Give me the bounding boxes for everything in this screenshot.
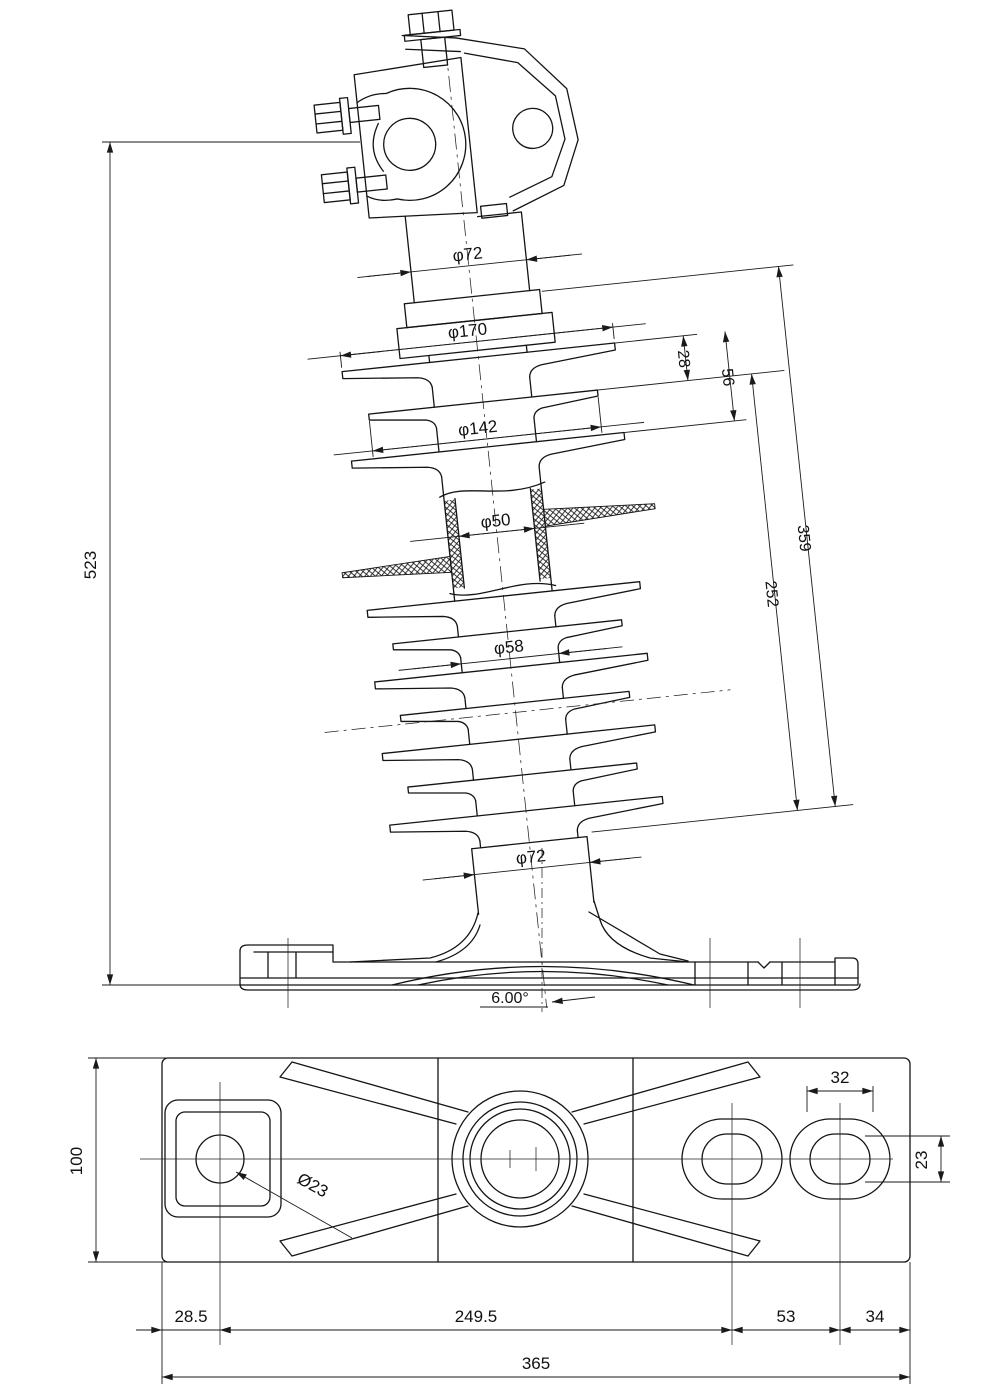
dim-edge-to-hole: 28.5 <box>174 1307 207 1326</box>
dim-plate-width: 100 <box>67 1147 86 1175</box>
insulator-assembly: φ72 φ170 φ142 28 56 φ50 <box>307 9 854 1008</box>
sheath-wing-left <box>341 555 453 579</box>
dimensions-tilted: φ72 φ170 φ142 28 56 φ50 <box>307 243 854 881</box>
dim-slot-height: 23 <box>912 1151 931 1170</box>
dim-bottom-stem-dia: φ72 <box>515 846 547 868</box>
centerlines <box>140 1082 893 1345</box>
bottom-view: 100 Ø23 32 23 28.5 249.5 <box>67 1057 950 1384</box>
weathersheds <box>324 342 731 851</box>
dim-housing-length: 359 <box>794 524 814 552</box>
dim-upper-shed-pitch: 28 <box>674 349 693 369</box>
dim-shed-pitch: 56 <box>718 368 737 388</box>
dim-hole-dia: Ø23 <box>294 1169 331 1201</box>
bottom-stem <box>471 835 595 916</box>
mounting-pad-left <box>164 1099 282 1218</box>
dim-small-shed-dia: φ142 <box>457 417 498 440</box>
dim-core-dia: φ50 <box>480 510 512 532</box>
dim-top-pin-dia: φ72 <box>452 243 484 265</box>
dim-overall-height-group: 523 <box>81 141 360 986</box>
dim-slot-height-group: 23 <box>865 1135 950 1183</box>
dim-slot-width-group: 32 <box>806 1068 874 1112</box>
dim-large-shed-dia: φ170 <box>447 319 488 342</box>
sheath-wing-right <box>543 503 656 527</box>
dim-cant-angle-group: 6.00° <box>480 848 596 1012</box>
dim-slot-span: 53 <box>777 1307 796 1326</box>
break-line-bottom <box>449 582 557 596</box>
side-view: φ72 φ170 φ142 28 56 φ50 <box>81 9 861 1012</box>
transverse-centerline <box>324 689 731 733</box>
clamp-bolt-upper <box>313 96 381 135</box>
base-flange <box>239 900 861 1008</box>
break-line-top <box>439 481 546 498</box>
dim-plate-length: 365 <box>522 1354 550 1373</box>
dim-insulation-length: 252 <box>761 580 781 608</box>
clamp-bolt-lower <box>320 166 388 205</box>
clamp-bracket <box>401 34 579 212</box>
sheath-wall-hatch-right <box>530 488 551 580</box>
dim-slot-width: 32 <box>831 1068 850 1087</box>
clamp-body <box>353 56 509 219</box>
dim-plate-width-group: 100 <box>67 1057 170 1263</box>
flare-right <box>588 900 689 963</box>
top-clamp <box>313 9 579 219</box>
dim-hole-dia-group: Ø23 <box>235 1169 353 1239</box>
dim-slot-to-edge: 34 <box>866 1307 885 1326</box>
conductor-saddle <box>356 87 467 202</box>
dim-cant-angle: 6.00° <box>491 990 529 1007</box>
base-arch <box>391 965 695 986</box>
top-stem <box>404 211 531 304</box>
reinforcing-ribs <box>279 1061 761 1257</box>
dim-sheath-dia: φ58 <box>493 636 525 658</box>
bracket-hole <box>512 107 554 150</box>
dim-overall-height: 523 <box>81 551 100 579</box>
flange-notch <box>757 961 771 969</box>
flare-left <box>349 912 481 963</box>
sheath-wall-hatch-left <box>444 499 465 589</box>
dim-hole-span: 249.5 <box>455 1307 498 1326</box>
plate-partitions <box>437 1057 634 1263</box>
axis-centerline <box>445 47 548 1008</box>
top-bolt <box>403 9 462 69</box>
base-plate-outline <box>161 1057 911 1263</box>
dim-bottom-rows: 28.5 249.5 53 34 365 <box>136 1262 911 1384</box>
core-section <box>341 481 656 596</box>
